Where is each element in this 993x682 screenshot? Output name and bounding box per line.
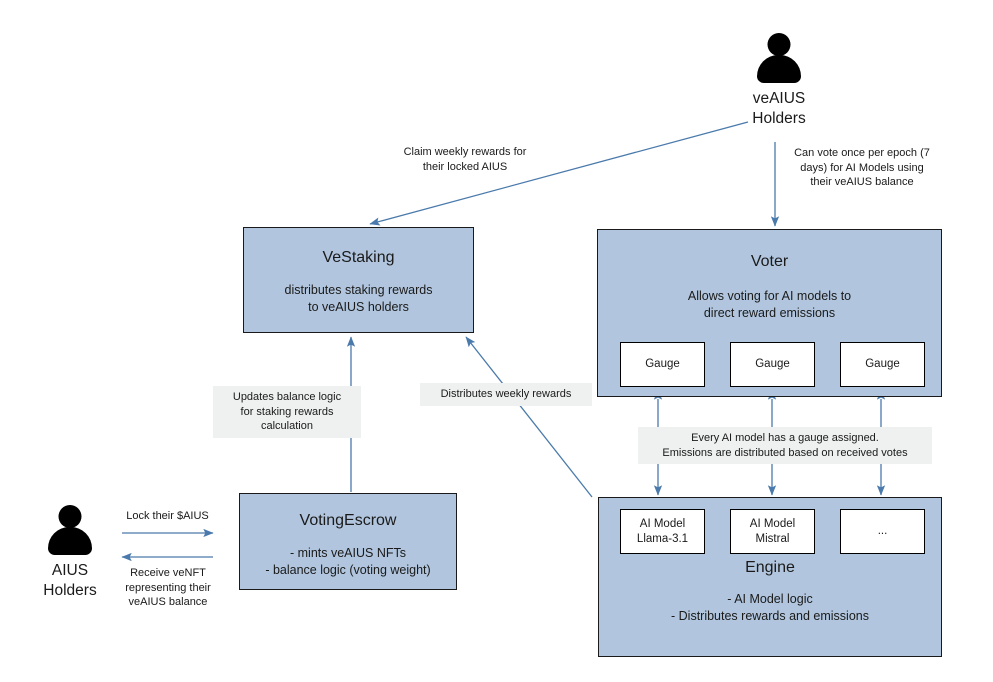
node-votingescrow[interactable]: VotingEscrow - mints veAIUS NFTs - balan…: [239, 493, 457, 590]
edge-label-claim-rewards: Claim weekly rewards for their locked AI…: [403, 146, 527, 173]
edge-label-lock-aius: Lock their $AIUS: [126, 510, 209, 522]
node-engine-description: - AI Model logic - Distributes rewards a…: [671, 592, 869, 624]
edge-label-vote: Can vote once per epoch (7 days) for AI …: [794, 147, 930, 189]
actor-aius-holders-label: AIUS Holders: [43, 562, 97, 599]
gauge-box[interactable]: Gauge: [840, 342, 925, 387]
node-votingescrow-description: - mints veAIUS NFTs - balance logic (vot…: [265, 546, 431, 578]
edge-label-receive-venft: Receive veNFT representing their veAIUS …: [125, 567, 211, 609]
actor-veaius-holders-label: veAIUS Holders: [752, 90, 806, 127]
node-voter-title: Voter: [750, 253, 789, 270]
node-engine-title: Engine: [745, 559, 795, 576]
node-vestaking-title: VeStaking: [322, 249, 395, 266]
person-body: [757, 55, 801, 83]
node-vestaking[interactable]: VeStaking distributes staking rewards to…: [243, 227, 474, 333]
actor-aius-holders: AIUS Holders: [22, 505, 118, 601]
person-head: [58, 505, 82, 528]
gauge-box[interactable]: Gauge: [730, 342, 815, 387]
actor-veaius-holders: veAIUS Holders: [724, 33, 834, 129]
ai-model-box[interactable]: ...: [840, 509, 925, 554]
ai-model-box[interactable]: AI Model Mistral: [730, 509, 815, 554]
arrow-engine-to-vestaking: [465, 336, 593, 498]
node-vestaking-description: distributes staking rewards to veAIUS ho…: [284, 283, 433, 315]
person-icon: [756, 33, 802, 83]
node-voter-description: Allows voting for AI models to direct re…: [687, 289, 852, 321]
ai-model-box[interactable]: AI Model Llama-3.1: [620, 509, 705, 554]
person-head: [767, 33, 791, 56]
edge-label-updates-balance-logic: Updates balance logic for staking reward…: [213, 386, 361, 438]
person-body: [48, 527, 92, 555]
edge-label-distributes-weekly-rewards: Distributes weekly rewards: [420, 383, 592, 406]
gauge-box[interactable]: Gauge: [620, 342, 705, 387]
person-icon: [47, 505, 93, 555]
edge-label-gauge-assignment: Every AI model has a gauge assigned. Emi…: [638, 427, 932, 465]
node-votingescrow-title: VotingEscrow: [299, 512, 397, 529]
